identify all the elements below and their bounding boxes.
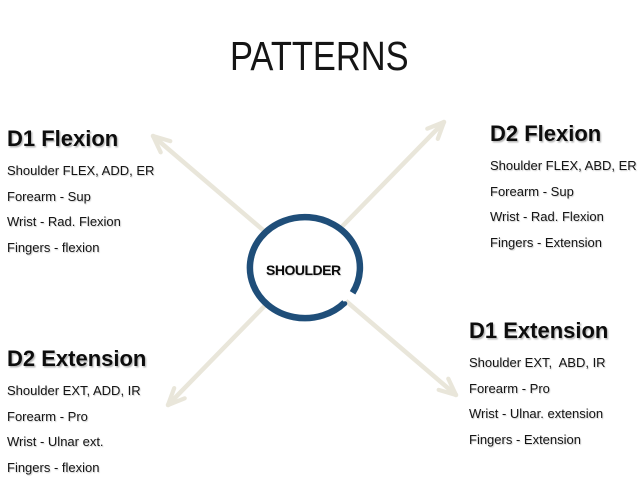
page-title: PATTERNS <box>229 33 409 79</box>
pattern-line: Shoulder FLEX, ABD, ER <box>490 158 637 173</box>
pattern-heading: D1 Extension <box>469 318 609 343</box>
pattern-line: Forearm - Pro <box>7 408 88 424</box>
pattern-line: Fingers - flexion <box>7 459 100 475</box>
pattern-heading: D2 Flexion <box>490 121 602 146</box>
pattern-heading: D1 Flexion <box>7 126 119 151</box>
pattern-line: Wrist - Rad. Flexion <box>7 214 121 229</box>
pattern-line: Shoulder EXT, ADD, IR <box>7 383 141 398</box>
quadrant-d1-flexion: D1 Flexion Shoulder FLEX, ADD, ER Forear… <box>7 126 154 260</box>
pattern-line: Wrist - Ulnar. extension <box>469 406 604 421</box>
pattern-line: Fingers - Extension <box>490 234 602 250</box>
pattern-lines: Shoulder FLEX, ABD, ER Forearm - Sup Wri… <box>490 153 637 255</box>
pattern-heading: D2 Extension <box>7 346 147 371</box>
shoulder-label: SHOULDER <box>266 262 341 278</box>
pattern-line: Shoulder EXT, ABD, IR <box>469 355 606 370</box>
pattern-line: Fingers - Extension <box>469 431 581 447</box>
pattern-line: Shoulder FLEX, ADD, ER <box>7 163 155 178</box>
quadrant-d2-flexion: D2 Flexion Shoulder FLEX, ABD, ER Forear… <box>490 121 637 255</box>
pattern-line: Wrist - Rad. Flexion <box>490 209 604 224</box>
shoulder-circle-icon <box>246 213 364 322</box>
pattern-lines: Shoulder EXT, ABD, IR Forearm - Pro Wris… <box>469 350 608 452</box>
quadrant-d1-extension: D1 Extension Shoulder EXT, ABD, IR Forea… <box>469 318 608 452</box>
pattern-lines: Shoulder FLEX, ADD, ER Forearm - Sup Wri… <box>7 158 154 260</box>
pattern-line: Wrist - Ulnar ext. <box>7 434 104 449</box>
pattern-line: Forearm - Sup <box>490 183 574 199</box>
pattern-lines: Shoulder EXT, ADD, IR Forearm - Pro Wris… <box>7 378 146 478</box>
quadrant-d2-extension: D2 Extension Shoulder EXT, ADD, IR Forea… <box>7 346 146 478</box>
pattern-line: Fingers - flexion <box>7 239 100 255</box>
pattern-line: Forearm - Pro <box>469 380 550 396</box>
pattern-line: Forearm - Sup <box>7 188 91 204</box>
